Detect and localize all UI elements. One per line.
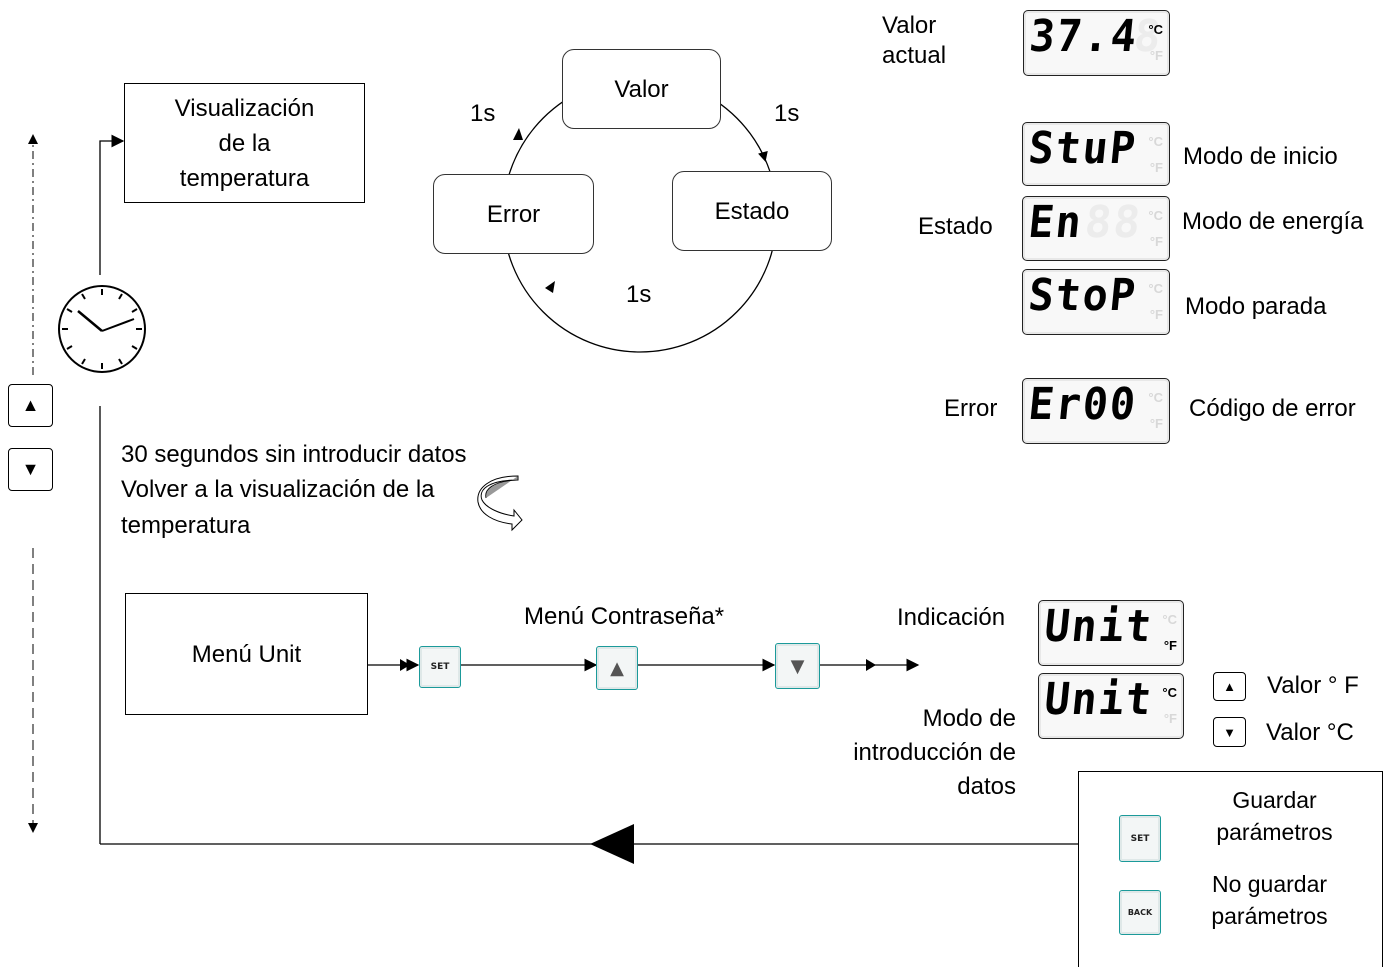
up-arrow-button[interactable]: ▲: [8, 384, 53, 427]
clock-icon: [58, 285, 146, 373]
valor-actual-label: Valor actual: [882, 12, 947, 69]
up-key-button[interactable]: ▲: [596, 646, 638, 690]
save-options-box: SET Guardar parámetros BACK No guardar p…: [1078, 771, 1383, 967]
cycle-valor-label: Valor: [614, 75, 669, 103]
set-key-label: SET: [1130, 833, 1150, 844]
lcd-value: En: [1026, 197, 1086, 248]
lcd-stup: StuP °C °F: [1022, 122, 1170, 186]
cycle-error-label: Error: [486, 200, 541, 228]
set-key-label: SET: [430, 662, 450, 672]
lcd-en: 88 En °C °F: [1022, 196, 1170, 261]
en-description: Modo de energía: [1182, 208, 1364, 235]
estado-label: Estado: [918, 213, 993, 240]
celsius-indicator: °C: [1162, 685, 1177, 700]
menu-unit-box: Menú Unit: [125, 593, 368, 715]
lcd-value: Unit: [1042, 601, 1156, 652]
cycle-estado-box: Estado: [672, 171, 832, 251]
legend-up-button: ▲: [1213, 672, 1246, 701]
legend-down-text: Valor °C: [1266, 719, 1354, 746]
fahrenheit-indicator: °F: [1149, 48, 1163, 63]
stup-description: Modo de inicio: [1183, 143, 1338, 170]
up-triangle-icon: ▲: [610, 657, 624, 679]
celsius-indicator: °C: [1162, 612, 1177, 627]
legend-up-text: Valor ° F: [1267, 672, 1359, 699]
timeout-text-line1: 30 segundos sin introducir datos: [121, 441, 467, 468]
return-curve-icon: [477, 475, 523, 532]
er00-description: Código de error: [1189, 395, 1356, 422]
cycle-valor-box: Valor: [562, 49, 721, 129]
fahrenheit-indicator: °F: [1149, 160, 1163, 175]
lcd-value: StuP: [1026, 123, 1140, 174]
up-triangle-icon: ▲: [1223, 679, 1236, 694]
temperature-display-box: Visualización de la temperatura: [124, 83, 365, 203]
down-key-button[interactable]: ▼: [775, 643, 820, 689]
error-label: Error: [944, 395, 998, 422]
back-key-button[interactable]: BACK: [1119, 890, 1161, 935]
fahrenheit-indicator: °F: [1149, 416, 1163, 431]
cycle-estado-label: Estado: [714, 197, 790, 225]
set-key-button[interactable]: SET: [419, 646, 461, 688]
down-arrow-button[interactable]: ▼: [8, 448, 53, 491]
nosave-text: No guardar parámetros: [1211, 871, 1328, 929]
return-arrowhead: [590, 824, 634, 864]
celsius-indicator: °C: [1148, 390, 1163, 405]
set-key-button[interactable]: SET: [1119, 815, 1161, 862]
fahrenheit-indicator: °F: [1149, 234, 1163, 249]
lcd-er00: Er00 °C °F: [1022, 378, 1170, 444]
lcd-value: Er00: [1026, 379, 1140, 430]
fahrenheit-indicator: °F: [1149, 307, 1163, 322]
cycle-time-label: 1s: [774, 100, 800, 127]
fahrenheit-indicator: °F: [1163, 638, 1177, 653]
lcd-valor-actual: 8 37.4 °C °F: [1023, 10, 1170, 76]
lcd-unit-f: Unit °C °F: [1038, 600, 1184, 666]
celsius-indicator: °C: [1148, 22, 1163, 37]
modo-introduccion-label: Modo de introducción de datos: [853, 705, 1016, 800]
lcd-value: 37.4: [1027, 11, 1141, 62]
menu-unit-label: Menú Unit: [191, 640, 302, 668]
timeout-text-line3: temperatura: [121, 512, 251, 539]
celsius-indicator: °C: [1148, 281, 1163, 296]
fahrenheit-indicator: °F: [1163, 711, 1177, 726]
lcd-unit-c: Unit °C °F: [1038, 673, 1184, 739]
indicacion-label: Indicación: [897, 604, 1006, 631]
back-key-label: BACK: [1127, 908, 1153, 917]
down-triangle-icon: ▼: [21, 459, 40, 479]
down-triangle-icon: ▼: [790, 655, 805, 677]
lcd-stop: StoP °C °F: [1022, 269, 1170, 335]
celsius-indicator: °C: [1148, 208, 1163, 223]
cycle-error-box: Error: [433, 174, 594, 254]
celsius-indicator: °C: [1148, 134, 1163, 149]
temperature-display-label: Visualización de la temperatura: [174, 94, 315, 192]
down-triangle-icon: ▼: [1223, 724, 1236, 740]
cycle-time-label: 1s: [626, 281, 652, 308]
menu-password-label: Menú Contraseña*: [524, 603, 725, 630]
stop-description: Modo parada: [1185, 293, 1327, 320]
legend-down-button: ▼: [1213, 717, 1246, 747]
cycle-time-label: 1s: [470, 100, 496, 127]
save-text: Guardar parámetros: [1216, 787, 1333, 845]
timeout-text-line2: Volver a la visualización de la: [121, 476, 435, 503]
up-triangle-icon: ▲: [21, 395, 40, 415]
lcd-value: Unit: [1042, 674, 1156, 725]
lcd-value: StoP: [1026, 270, 1140, 321]
